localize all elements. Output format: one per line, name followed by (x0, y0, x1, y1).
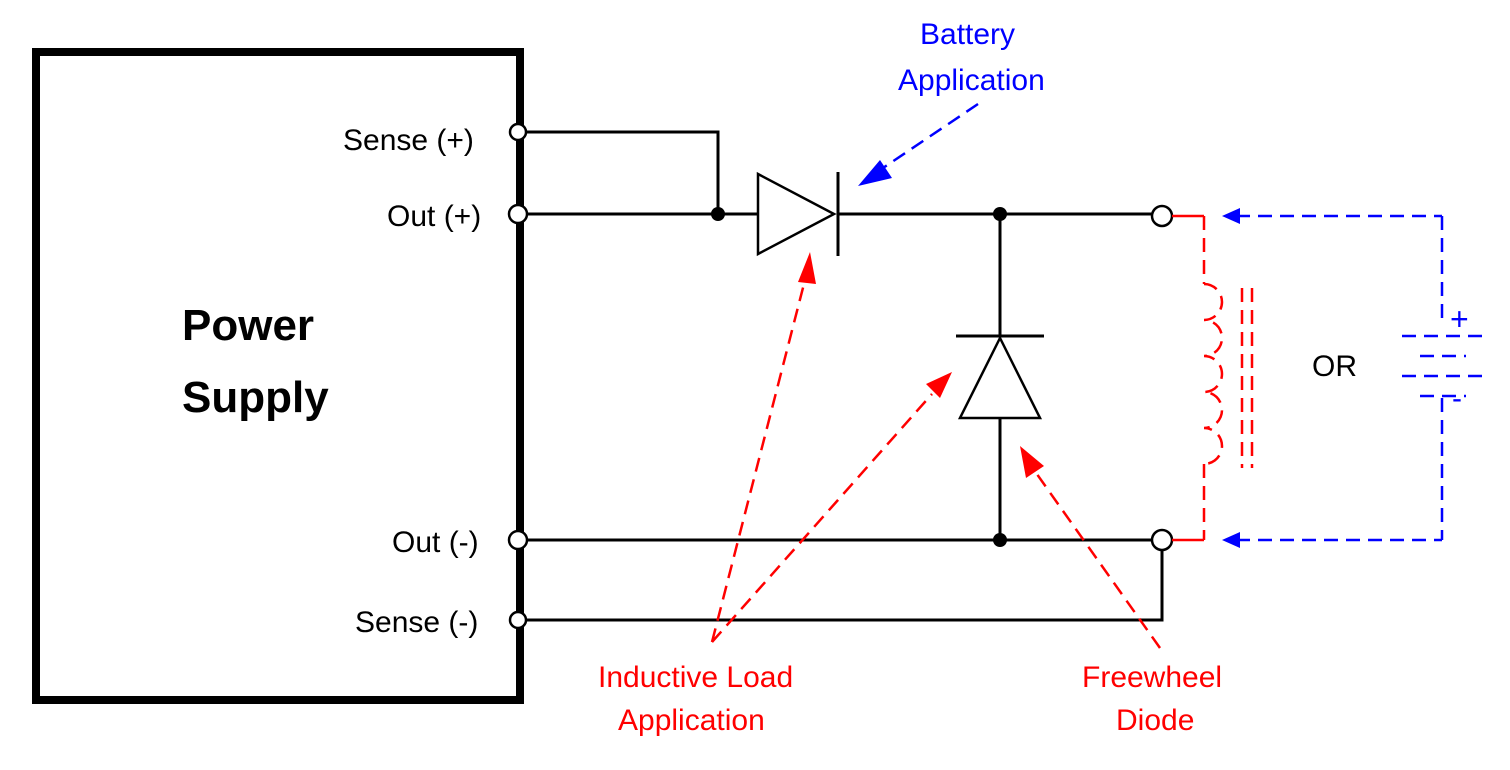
out-pos-label: Out (+) (387, 200, 481, 233)
power-supply-title-line2: Supply (182, 373, 329, 422)
junction-freewheel-top (993, 207, 1007, 221)
terminal-sense-neg (508, 610, 528, 630)
terminal-out-neg (507, 529, 529, 551)
sense-neg-label: Sense (-) (355, 606, 478, 639)
terminal-out-pos (507, 203, 529, 225)
output-terminal-neg (1150, 528, 1174, 552)
freewheel-annotation-line1: Freewheel (1082, 661, 1222, 694)
inductive-load-symbol (1172, 214, 1254, 542)
freewheel-annotation-line2: Diode (1116, 704, 1194, 737)
battery-symbol (1222, 208, 1486, 548)
battery-annotation-line2: Application (898, 64, 1045, 97)
output-terminal-pos (1150, 204, 1174, 228)
sense-pos-label: Sense (+) (343, 124, 474, 157)
junction-freewheel-bottom (993, 533, 1007, 547)
wires (524, 130, 1164, 622)
or-label: OR (1312, 350, 1357, 383)
inductive-annotation-arrows (710, 252, 952, 643)
battery-annotation-arrow (858, 102, 979, 186)
inductive-annotation-line2: Application (618, 704, 765, 737)
freewheel-diode-symbol (956, 334, 1044, 420)
series-diode-symbol (756, 171, 840, 257)
power-supply-title-line1: Power (182, 301, 314, 350)
inductive-annotation-line1: Inductive Load (598, 661, 793, 694)
sense-neg-wire (524, 550, 1164, 622)
junction-sense-out (711, 207, 725, 221)
battery-plus-sign: + (1450, 301, 1469, 337)
battery-annotation-line1: Battery (920, 18, 1015, 51)
terminal-sense-pos (508, 122, 528, 142)
out-neg-label: Out (-) (392, 526, 479, 559)
freewheel-annotation-arrow (1020, 446, 1162, 649)
battery-minus-sign: - (1452, 382, 1462, 415)
power-supply-box (32, 48, 524, 704)
sense-pos-wire (524, 130, 720, 214)
